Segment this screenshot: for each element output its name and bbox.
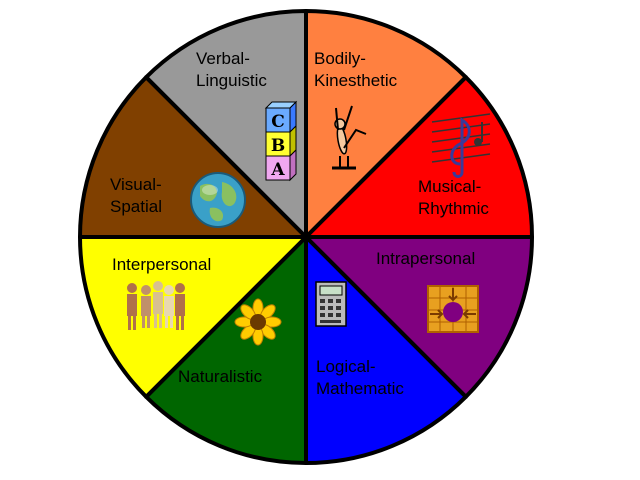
svg-text:A: A — [270, 160, 285, 180]
segment-label: Mathematic — [316, 379, 404, 398]
sunflower-icon — [234, 298, 282, 346]
segment-naturalistic — [144, 235, 308, 465]
music-staff-icon — [431, 113, 491, 178]
block-a: A — [265, 148, 297, 182]
svg-text:B: B — [271, 136, 285, 156]
segment-label: Linguistic — [196, 71, 267, 90]
svg-text:C: C — [271, 112, 285, 132]
globe-icon — [190, 172, 246, 228]
segment-label: Interpersonal — [112, 255, 211, 274]
segment-interpersonal — [78, 235, 308, 399]
people-group-icon — [127, 281, 185, 330]
segment-label: Spatial — [110, 197, 162, 216]
segment-label: Naturalistic — [178, 367, 263, 386]
self-reflection-icon — [427, 285, 479, 333]
segment-label: Rhythmic — [418, 199, 489, 218]
block-c: C — [264, 100, 298, 134]
block-b: B — [265, 124, 297, 158]
segment-musical-rhythmic — [304, 75, 534, 239]
segment-intrapersonal — [304, 235, 534, 399]
segment-label: Logical- — [316, 357, 376, 376]
gymnast-icon — [332, 105, 367, 170]
segment-label: Kinesthetic — [314, 71, 398, 90]
segment-label: Visual- — [110, 175, 162, 194]
calculator-icon — [315, 281, 347, 327]
segment-label: Intrapersonal — [376, 249, 475, 268]
segment-label: Musical- — [418, 177, 481, 196]
abc-blocks-icon: C B A — [264, 100, 298, 182]
segment-label: Verbal- — [196, 49, 250, 68]
wheel-segments — [78, 9, 534, 465]
segment-bodily-kinesthetic — [304, 9, 468, 239]
segment-label: Bodily- — [314, 49, 366, 68]
segment-visual-spatial — [78, 75, 308, 239]
